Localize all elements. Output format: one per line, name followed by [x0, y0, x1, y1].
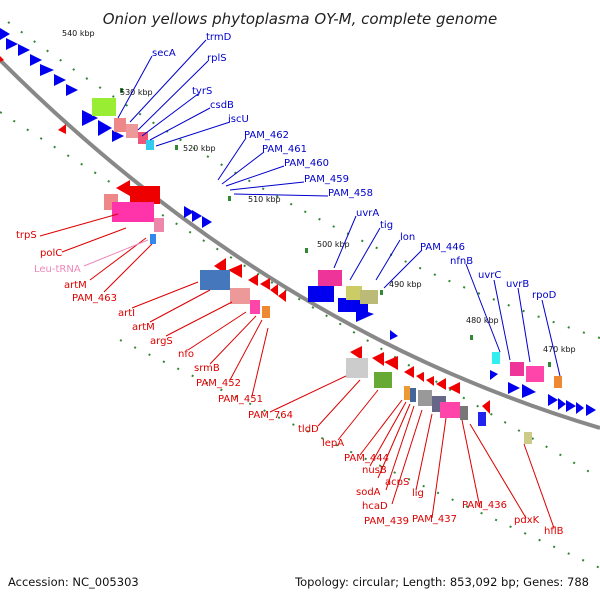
- rna-leader-line: [83, 239, 149, 267]
- gene-label-PAM_463: PAM_463: [72, 293, 117, 304]
- gene-label-PAM_458: PAM_458: [328, 188, 373, 199]
- gene-label-Leu-tRNA: Leu-tRNA: [34, 264, 81, 275]
- forward-gene-blocks: [92, 98, 562, 388]
- gene-label-artM: artM: [64, 280, 87, 291]
- gene-label-uvrC: uvrC: [478, 270, 501, 281]
- gene-label-hcaD: hcaD: [362, 501, 388, 512]
- tick-label: 490 kbp: [389, 280, 422, 289]
- tick-label: 480 kbp: [466, 316, 499, 325]
- tick-label: 470 kbp: [543, 345, 576, 354]
- inner-dotted-ring: [0, 111, 600, 569]
- genome-backbone: [0, 58, 600, 430]
- gene-label-PAM_462: PAM_462: [244, 130, 289, 141]
- gene-label-nusB: nusB: [362, 465, 387, 476]
- gene-label-PAM_461: PAM_461: [262, 144, 307, 155]
- kbp-ticks: 540 kbp 530 kbp 520 kbp 510 kbp 500 kbp …: [62, 29, 576, 354]
- forward-strand-arrows: [0, 28, 596, 416]
- gene-label-PAM_764: PAM_764: [248, 410, 293, 421]
- gene-label-iscU: iscU: [228, 114, 249, 125]
- gene-label-PAM_437: PAM_437: [412, 514, 457, 525]
- gene-label-acpS: acpS: [385, 477, 409, 488]
- tick-label: 520 kbp: [183, 144, 216, 153]
- gene-label-tig: tig: [380, 220, 393, 231]
- reverse-gene-blocks: [104, 194, 532, 444]
- gene-label-artM-2: artM: [132, 322, 155, 333]
- gene-label-PAM_452: PAM_452: [196, 378, 241, 389]
- gene-label-PAM_439: PAM_439: [364, 516, 409, 527]
- gene-label-PAM_451: PAM_451: [218, 394, 263, 405]
- gene-label-polC: polC: [40, 248, 62, 259]
- map-title: Onion yellows phytoplasma OY-M, complete…: [103, 10, 498, 28]
- gene-label-srmB: srmB: [194, 363, 220, 374]
- forward-leader-lines: [117, 39, 561, 377]
- gene-label-nfnB: nfnB: [450, 256, 473, 267]
- gene-label-csdB: csdB: [210, 100, 234, 111]
- gene-label-lig: lig: [412, 488, 424, 499]
- reverse-strand-arrows: [0, 56, 490, 414]
- accession-text: Accession: NC_005303: [8, 575, 139, 589]
- gene-label-PAM_459: PAM_459: [304, 174, 349, 185]
- gene-label-PAM_446: PAM_446: [420, 242, 465, 253]
- gene-label-argS: argS: [150, 336, 173, 347]
- gene-label-secA: secA: [152, 48, 176, 59]
- gene-label-tyrS: tyrS: [192, 86, 212, 97]
- gene-label-PAM_460: PAM_460: [284, 158, 329, 169]
- gene-label-rplS: rplS: [207, 53, 227, 64]
- gene-label-nfo: nfo: [178, 349, 194, 360]
- gene-label-sodA: sodA: [356, 487, 381, 498]
- gene-label-uvrB: uvrB: [506, 279, 529, 290]
- genome-summary-text: Topology: circular; Length: 853,092 bp; …: [294, 575, 589, 589]
- gene-label-hflB: hflB: [544, 526, 564, 537]
- gene-label-trmD: trmD: [206, 32, 232, 43]
- tick-label: 540 kbp: [62, 29, 95, 38]
- gene-label-artI: artI: [118, 308, 135, 319]
- reverse-gene-labels: trpS polC Leu-tRNA artM PAM_463 artI art…: [16, 230, 564, 537]
- gene-label-lon: lon: [400, 232, 415, 243]
- tick-label: 500 kbp: [317, 240, 350, 249]
- gene-label-pdxK: pdxK: [514, 515, 540, 526]
- forward-gene-labels: secA trmD rplS tyrS csdB iscU PAM_462 PA…: [152, 32, 557, 301]
- reverse-leader-lines: [39, 213, 555, 529]
- gene-label-PAM_444: PAM_444: [344, 453, 389, 464]
- gene-label-PAM_436: PAM_436: [462, 500, 507, 511]
- gene-label-tldD: tldD: [298, 424, 319, 435]
- tick-label: 510 kbp: [248, 195, 281, 204]
- gene-label-trpS: trpS: [16, 230, 37, 241]
- gene-label-rpoD: rpoD: [532, 290, 557, 301]
- tick-label: 530 kbp: [120, 88, 153, 97]
- gene-label-lepA: lepA: [322, 438, 344, 449]
- tick-dots: [120, 88, 551, 367]
- gene-label-uvrA: uvrA: [356, 208, 379, 219]
